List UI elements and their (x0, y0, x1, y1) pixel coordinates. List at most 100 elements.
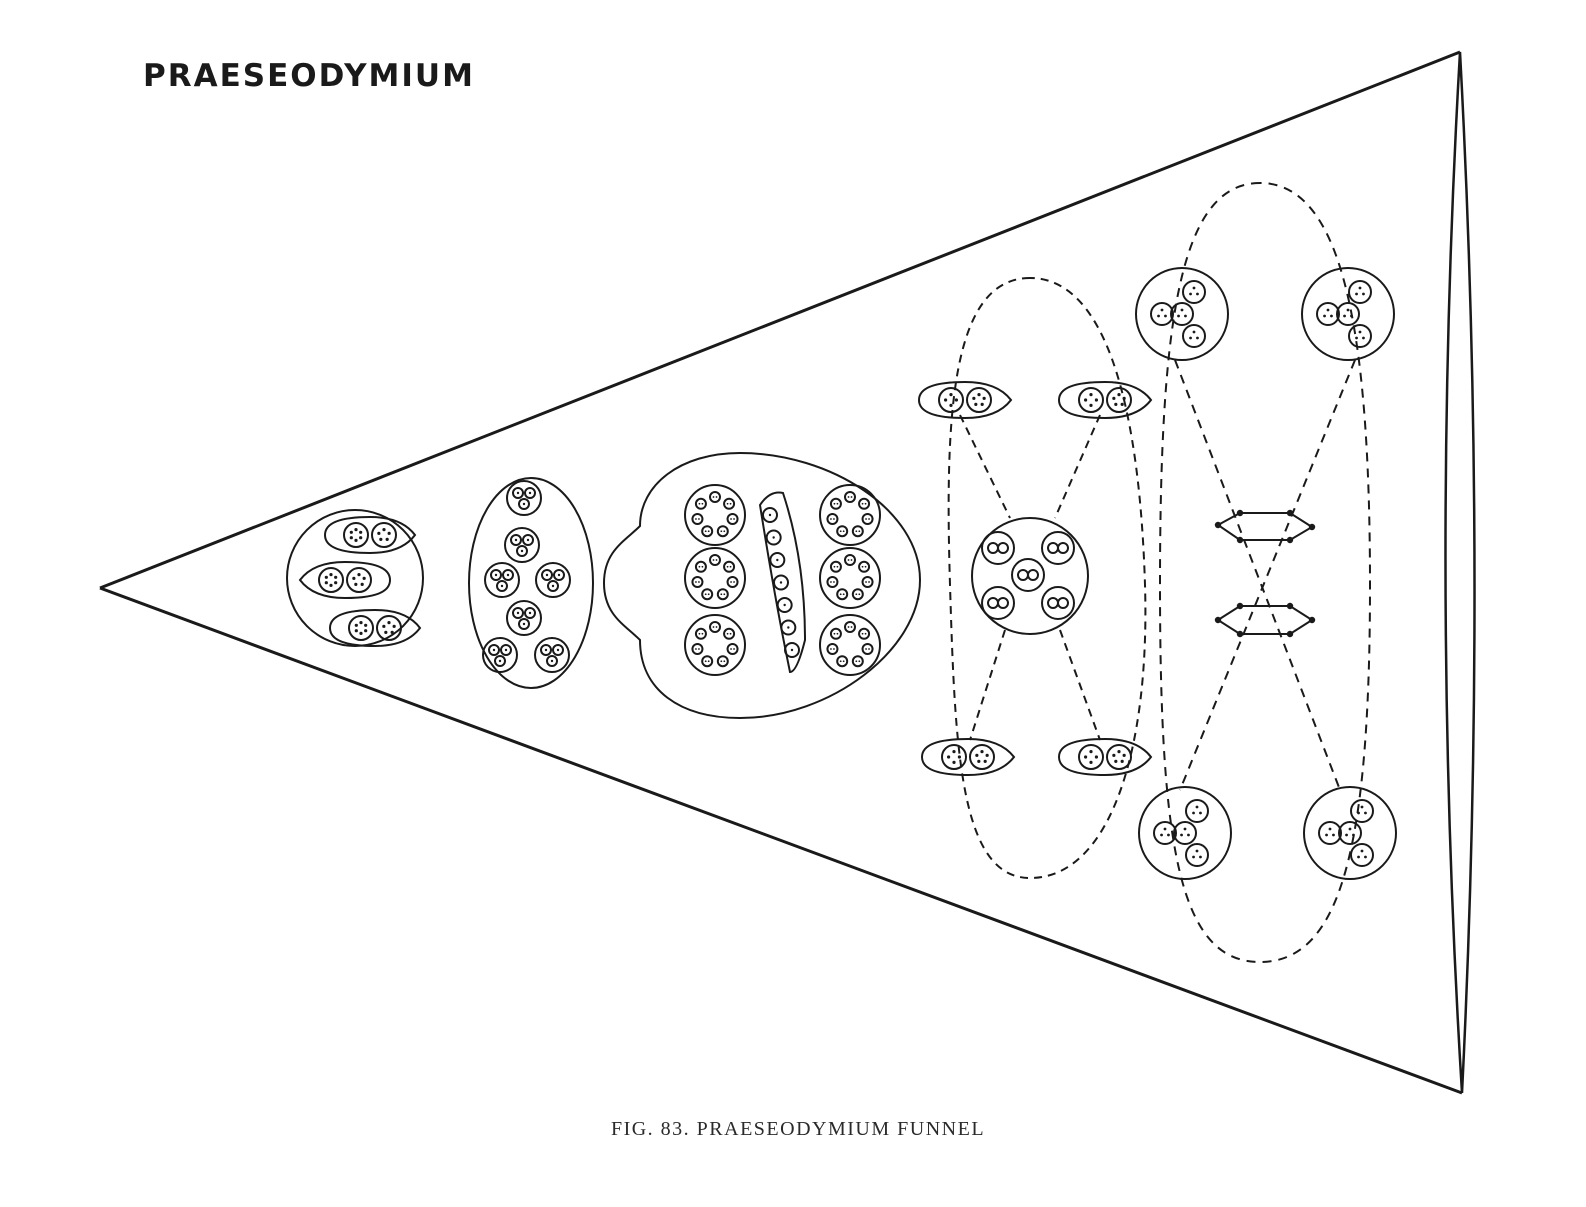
hexagon-node (1236, 630, 1244, 638)
dot (726, 632, 729, 635)
dot (952, 750, 956, 754)
dot (957, 755, 962, 759)
dot (1358, 286, 1362, 290)
dot (855, 530, 858, 533)
cluster-circle (1041, 586, 1075, 620)
dot (1167, 833, 1170, 837)
triplet-circle (490, 569, 502, 581)
dot (1120, 402, 1124, 406)
dot (720, 530, 723, 533)
cluster-circle (482, 637, 518, 673)
dot (354, 623, 358, 627)
dot (868, 581, 870, 583)
dot (701, 565, 704, 568)
dot (712, 626, 715, 628)
dot (868, 648, 870, 650)
cluster-circle (504, 527, 540, 563)
ring-bead (691, 643, 704, 656)
dot (334, 575, 338, 579)
dot (324, 581, 328, 585)
sphere-bead (1350, 843, 1374, 867)
dot (387, 621, 391, 625)
group-oval-cluster (468, 477, 594, 689)
dot (1199, 855, 1202, 859)
ovoid (917, 380, 1013, 420)
cluster-circle (506, 600, 542, 636)
dot (1094, 755, 1098, 759)
dot (1328, 827, 1332, 831)
dot (1112, 753, 1116, 757)
dot (847, 496, 850, 498)
dot (1114, 402, 1118, 406)
sphere (1303, 786, 1397, 880)
dot (384, 630, 388, 634)
dot (1348, 827, 1352, 831)
dot (1345, 833, 1348, 837)
dot (1114, 759, 1118, 763)
inner-circle (938, 387, 964, 413)
dot (861, 565, 864, 568)
ovoid (920, 737, 1016, 777)
dot (954, 398, 959, 402)
sphere-bead (1182, 324, 1206, 348)
dot (842, 660, 845, 663)
ring-bead (691, 576, 704, 589)
inner-circle (318, 567, 344, 593)
dot (324, 575, 328, 579)
dot (864, 632, 867, 635)
inner-circle (966, 387, 992, 413)
dot (842, 593, 845, 596)
dot (364, 629, 368, 633)
dot (1364, 855, 1367, 859)
dot (500, 584, 504, 588)
dot (730, 581, 732, 583)
cluster-circle (1011, 558, 1045, 592)
triplet-circle (488, 644, 500, 656)
dot (1183, 827, 1187, 831)
sphere-bead (1185, 799, 1209, 823)
ovoid (328, 608, 422, 648)
sphere-bead (1150, 302, 1174, 326)
sphere-bead (1170, 302, 1194, 326)
dot (833, 518, 835, 520)
ovoid (323, 515, 417, 555)
dot (833, 648, 835, 650)
dot (364, 623, 368, 627)
dot (504, 648, 508, 652)
hexagon-node (1286, 536, 1294, 544)
dot (720, 660, 723, 663)
dot (723, 530, 726, 533)
dot (1187, 833, 1190, 837)
dot (329, 583, 333, 588)
dot (858, 660, 861, 663)
triplet-circle (512, 607, 524, 619)
triplet-circle (518, 618, 530, 630)
dot (1120, 759, 1124, 763)
group-three-ovoids (286, 509, 424, 648)
ring-bead (836, 588, 849, 601)
dot (980, 750, 984, 754)
dot (974, 402, 978, 406)
triplet-circle (553, 569, 565, 581)
ring-bead (694, 560, 707, 573)
dot (949, 393, 953, 397)
ring-bead (723, 560, 736, 573)
dot (1362, 292, 1365, 296)
dot (790, 648, 794, 652)
ring-circle (819, 547, 881, 609)
dot (726, 502, 729, 505)
pair-circle (1057, 542, 1069, 554)
triplet-circle (552, 644, 564, 656)
rod-bead (776, 597, 793, 613)
dot (726, 565, 729, 568)
dot (1352, 833, 1355, 837)
dot (865, 648, 867, 650)
dot (354, 582, 358, 586)
dot (1358, 330, 1362, 334)
hexagon-node (1286, 509, 1294, 517)
dot (544, 648, 548, 652)
dot (1089, 393, 1093, 397)
dot (707, 530, 710, 533)
dot (359, 536, 363, 540)
dot (830, 581, 832, 583)
